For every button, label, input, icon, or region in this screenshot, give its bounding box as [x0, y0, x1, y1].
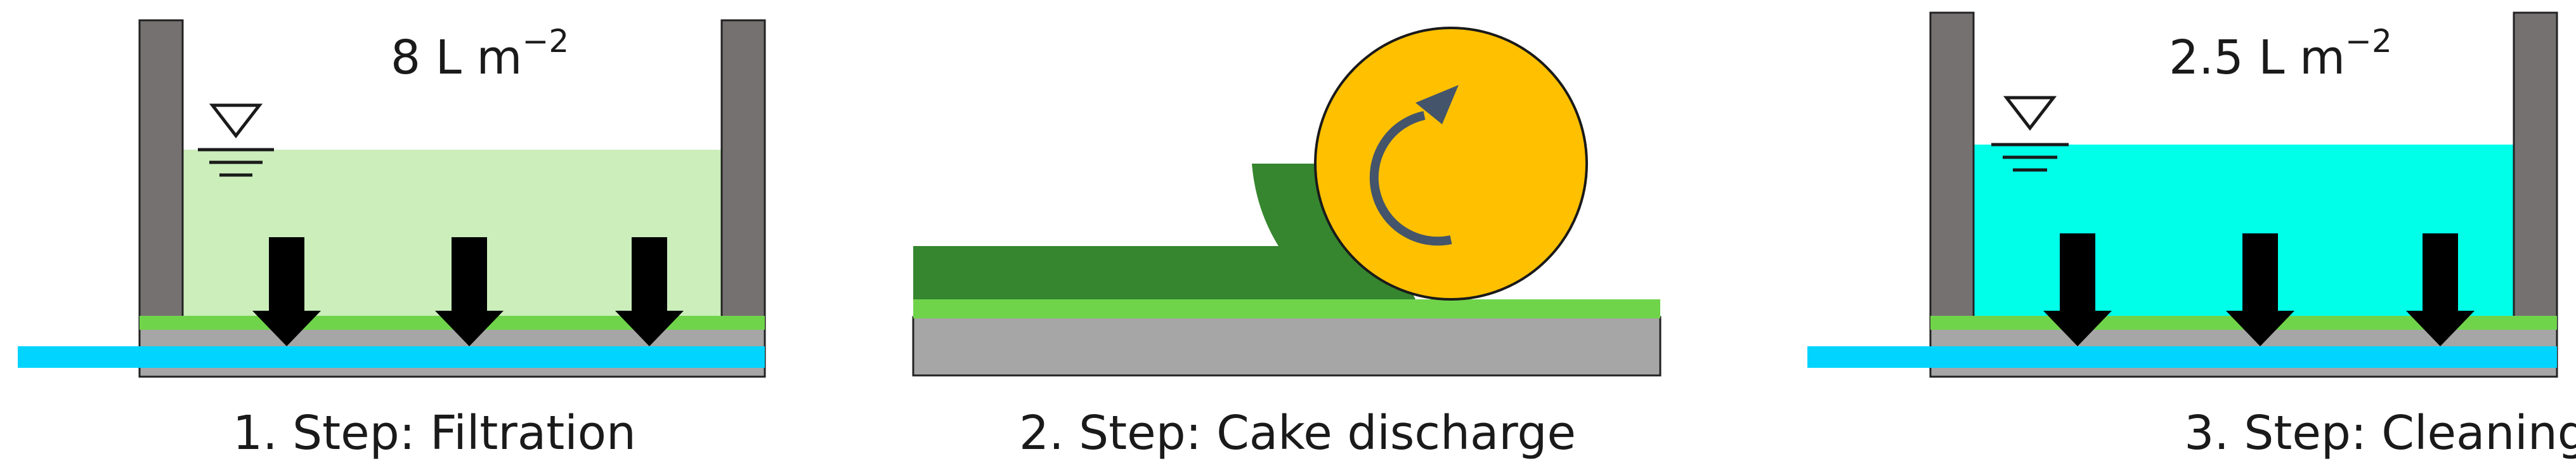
- cleaning-caption: 3. Step: Cleaning: [2184, 406, 2576, 460]
- filtration-permeate-channel: [18, 346, 765, 368]
- filtration-volume-label: 8 L m−2: [391, 23, 569, 85]
- cleaning-volume-label: 2.5 L m−2: [2169, 23, 2392, 85]
- filtration-caption: 1. Step: Filtration: [233, 406, 636, 460]
- filtration-flow-arrow: [252, 237, 321, 346]
- cleaning-flow-arrow: [2406, 233, 2475, 346]
- discharge-membrane: [913, 299, 1660, 318]
- cleaning-flow-arrow: [2043, 233, 2112, 346]
- discharge-roller: [1314, 27, 1588, 301]
- cake-discharge-caption: 2. Step: Cake discharge: [1019, 406, 1576, 460]
- water-level-icon: [198, 103, 274, 177]
- filter-cake: [913, 164, 1415, 299]
- filtration-flow-arrow: [435, 237, 504, 346]
- panel-cleaning: 2.5 L m−2 3. Step: Cleaning: [1807, 11, 2576, 460]
- cleaning-permeate-channel: [1807, 346, 2557, 368]
- panel-filtration: 8 L m−2 1. Step: Filtration: [18, 19, 766, 460]
- rotation-arrow-icon: [1369, 85, 1459, 246]
- filtration-flow-arrow: [615, 237, 684, 346]
- panel-cake-discharge: 2. Step: Cake discharge: [912, 27, 1662, 460]
- cleaning-flow-arrow: [2226, 233, 2294, 346]
- discharge-support-base: [912, 316, 1662, 377]
- water-level-icon: [1991, 96, 2069, 172]
